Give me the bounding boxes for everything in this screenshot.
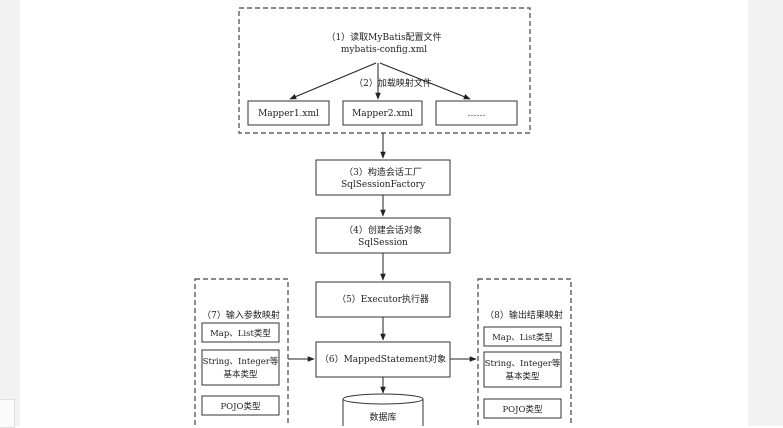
arrow-to-mapper1: [289, 62, 377, 100]
input-pojo-box: [201, 395, 280, 416]
output-mapping-title: （8）输出结果映射: [485, 309, 563, 321]
output-mapping-group: [477, 278, 572, 426]
output-map-list-label: Map、List类型: [492, 332, 553, 343]
output-basic-types-line1: String、Integer等: [485, 358, 561, 369]
input-map-list-label: Map、List类型: [210, 328, 271, 339]
output-basic-types-line2: 基本类型: [505, 371, 540, 382]
mapper1-box: [247, 100, 330, 126]
output-basic-types-box: [483, 351, 562, 388]
step6-box: [315, 341, 451, 378]
step3-class: SqlSessionFactory: [341, 180, 426, 190]
step3-title: （3）构造会话工厂: [344, 166, 422, 178]
left-margin: [0, 0, 20, 426]
step6-label: （6）MappedStatement对象: [320, 353, 446, 365]
step3-box: [315, 159, 451, 196]
step4-box: [315, 217, 451, 254]
output-pojo-label: POJO类型: [502, 404, 543, 415]
input-mapping-title: （7）输入参数映射: [202, 309, 280, 321]
more-mappers-box: [435, 100, 518, 126]
right-margin: [748, 0, 783, 426]
database-top: [342, 393, 424, 405]
mapper1-label: Mapper1.xml: [258, 109, 319, 119]
input-pojo-label: POJO类型: [220, 401, 261, 412]
input-basic-types-box: [201, 349, 280, 386]
more-mappers-label: ……: [468, 109, 486, 119]
config-loading-group: [238, 7, 531, 134]
step5-label: （5）Executor执行器: [337, 293, 429, 305]
mapper2-box: [342, 100, 423, 126]
mapper2-label: Mapper2.xml: [352, 109, 413, 119]
output-pojo-box: [483, 398, 562, 419]
step2-label: （2）加载映射文件: [354, 77, 432, 89]
step5-box: [315, 281, 451, 318]
input-basic-types-line1: String、Integer等: [203, 356, 279, 367]
step4-class: SqlSession: [358, 238, 408, 248]
output-map-list-box: [483, 326, 562, 347]
database-label: 数据库: [369, 411, 396, 423]
step1-title: （1）读取MyBatis配置文件: [326, 31, 441, 43]
database-cylinder: [342, 399, 424, 426]
arrow-to-more-mappers: [379, 62, 471, 100]
step4-title: （4）创建会话对象: [344, 224, 422, 236]
input-basic-types-line2: 基本类型: [223, 369, 258, 380]
step1-config-file: mybatis-config.xml: [341, 45, 427, 55]
input-map-list-box: [201, 322, 280, 343]
